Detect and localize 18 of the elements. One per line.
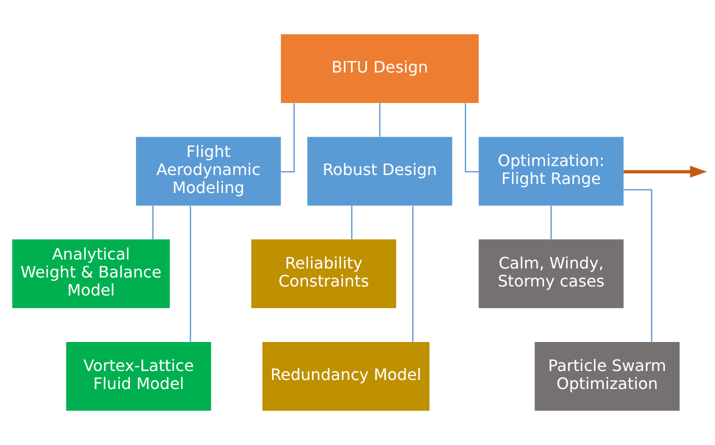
node-box: Calm, Windy, Stormy cases — [478, 239, 624, 308]
node-box: Vortex-Lattice Fluid Model — [66, 342, 212, 411]
node-box: BITU Design — [280, 34, 479, 103]
connector — [412, 206, 414, 342]
connector — [152, 206, 154, 240]
node-box: Analytical Weight & Balance Model — [12, 239, 170, 308]
connector — [379, 103, 380, 137]
node-box: Particle Swarm Optimization — [534, 342, 680, 411]
node-box: Robust Design — [307, 136, 452, 206]
node-box: Flight Aerodynamic Modeling — [136, 136, 281, 206]
connector — [624, 189, 652, 342]
node-box: Optimization: Flight Range — [478, 136, 624, 206]
connector — [550, 206, 552, 240]
connector — [351, 206, 352, 240]
node-box: Reliability Constraints — [251, 239, 396, 308]
arrow — [624, 166, 707, 178]
connector — [190, 206, 192, 342]
node-box: Redundancy Model — [262, 342, 430, 411]
